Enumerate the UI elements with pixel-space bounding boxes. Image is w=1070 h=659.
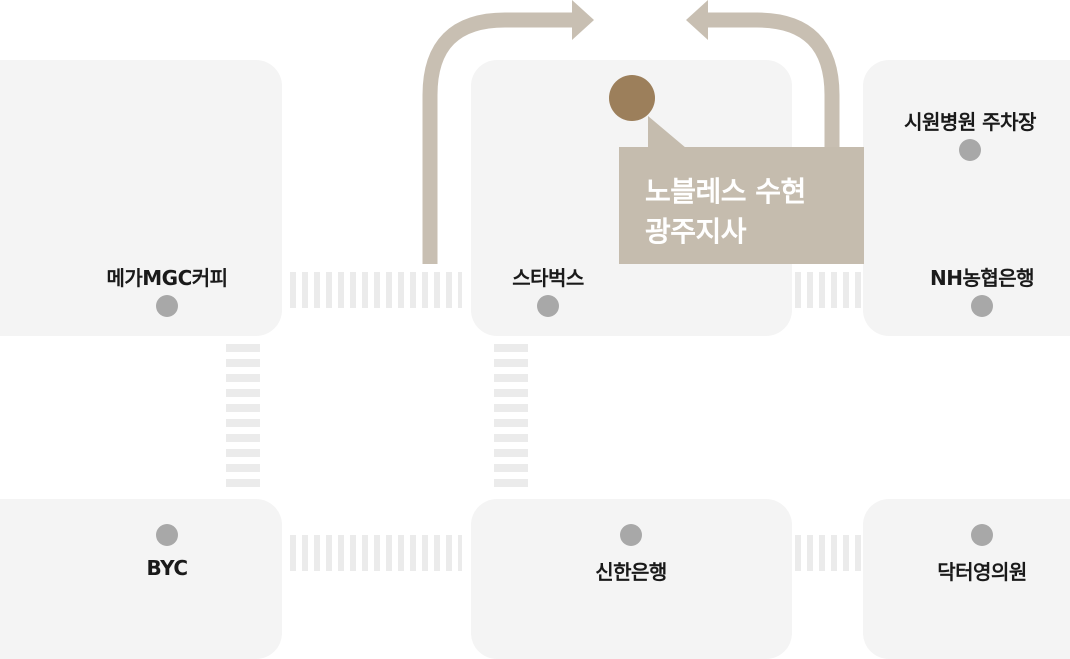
place-dot-nh-bank — [971, 295, 993, 317]
block-top-left — [0, 60, 282, 336]
destination-line2: 광주지사 — [645, 215, 747, 248]
location-pin-icon — [609, 75, 655, 121]
place-dot-starbucks — [537, 295, 559, 317]
place-label-doctor-young-clinic: 닥터영의원 — [937, 560, 1027, 584]
place-dot-byc — [156, 524, 178, 546]
destination-label: 노블레스 수현 광주지사 — [645, 172, 806, 252]
place-label-siwon-hospital-parking: 시원병원 주차장 — [904, 110, 1036, 134]
crosswalk-bottom-right — [795, 535, 861, 571]
destination-callout — [619, 147, 864, 264]
place-label-mega-mgc-coffee: 메가MGC커피 — [106, 266, 228, 290]
arrow-head-right-icon — [572, 0, 594, 40]
route-arrow-left — [422, 12, 578, 264]
callout-pointer — [648, 116, 686, 148]
arrow-head-left-icon — [686, 0, 708, 40]
crosswalk-center-vertical — [494, 344, 528, 494]
place-label-byc: BYC — [146, 556, 188, 580]
crosswalk-left-vertical — [226, 344, 260, 494]
crosswalk-top-left — [290, 272, 462, 308]
crosswalk-top-right — [795, 272, 861, 308]
route-arrow-right — [703, 12, 840, 147]
place-label-nh-bank: NH농협은행 — [929, 266, 1035, 290]
crosswalk-bottom-left — [290, 535, 462, 571]
place-label-shinhan-bank: 신한은행 — [595, 560, 667, 584]
place-dot-siwon-hospital-parking — [959, 139, 981, 161]
destination-line1: 노블레스 수현 — [645, 175, 806, 208]
place-label-starbucks: 스타벅스 — [512, 266, 584, 290]
block-top-right — [863, 60, 1070, 336]
place-dot-doctor-young-clinic — [971, 524, 993, 546]
route-arrows — [422, 0, 840, 264]
place-dot-mega-mgc-coffee — [156, 295, 178, 317]
place-dot-shinhan-bank — [620, 524, 642, 546]
